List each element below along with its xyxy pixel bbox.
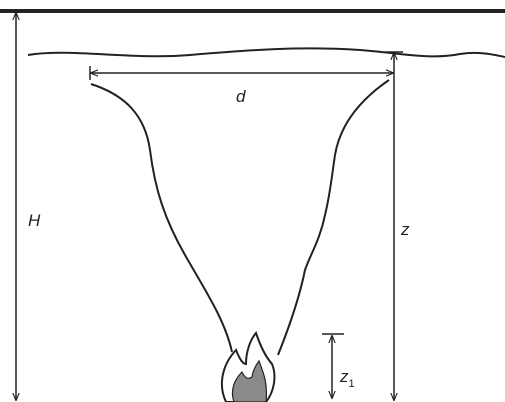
plume-right-boundary — [277, 79, 390, 356]
flame-height-label-subscript: 1 — [349, 378, 355, 390]
flame-icon — [220, 331, 276, 402]
flame-height-label: z1 — [339, 367, 355, 390]
flame-height-label-base: z — [339, 367, 349, 386]
smoke-layer-interface — [27, 47, 505, 58]
depth-label: z — [400, 220, 410, 239]
plume-left-boundary — [90, 83, 233, 353]
height-label: H — [28, 211, 41, 230]
width-label: d — [236, 87, 246, 106]
